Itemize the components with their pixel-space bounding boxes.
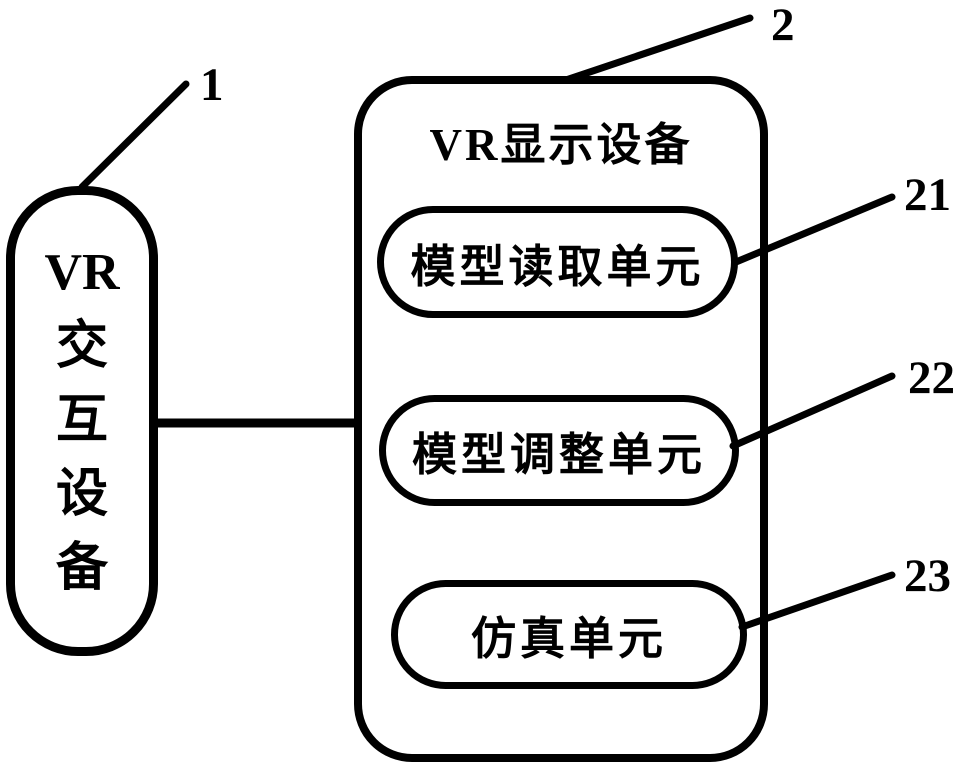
vr-display-device-box [354,76,768,762]
model-reading-unit-box: 模型读取单元 [377,206,738,318]
vr-interaction-device-label-line: 设 [55,466,108,523]
simulation-unit-label: 仿真单元 [470,614,667,664]
ref-numeral-23: 23 [904,550,951,602]
vr-interaction-device-label-line: 交 [55,318,108,375]
vr-interaction-device-label-line: VR [44,244,120,301]
model-reading-unit-label: 模型读取单元 [410,241,705,292]
simulation-unit-box: 仿真单元 [391,580,747,689]
vr-interaction-device-label-line: 互 [55,392,108,449]
leader-line-2 [562,14,754,84]
ref-numeral-21: 21 [904,169,951,221]
vr-interaction-device-box: VR 交 互 设 备 [6,186,158,656]
model-adjustment-unit-label: 模型调整单元 [411,430,706,480]
leader-line-1 [78,80,190,191]
ref-numeral-1: 1 [200,59,224,111]
ref-numeral-22: 22 [908,352,955,404]
vr-interaction-device-label-line: 备 [55,540,108,597]
model-adjustment-unit-box: 模型调整单元 [379,395,739,506]
vr-display-device-title: VR显示设备 [429,120,693,170]
ref-numeral-2: 2 [771,0,795,51]
